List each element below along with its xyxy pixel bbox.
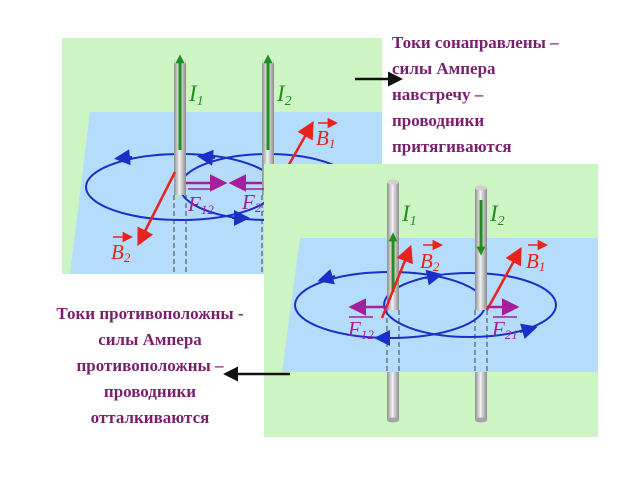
- field-vector-b1: [485, 246, 522, 311]
- label-f12: F12: [187, 192, 214, 217]
- wire-2-lower-rod: [475, 372, 487, 420]
- label-b1: B1: [316, 126, 335, 151]
- caption-line: отталкиваются: [90, 408, 210, 427]
- caption-line: Токи сонаправлены –: [392, 33, 559, 52]
- field-arrow: [197, 149, 216, 166]
- caption-line: силы Ампера: [392, 59, 496, 78]
- label-f21: F21: [491, 317, 518, 342]
- caption-opposite-currents: Токи противоположны - силы Ампера против…: [0, 301, 300, 431]
- label-b1: B1: [526, 249, 545, 274]
- field-arrow: [114, 149, 133, 166]
- caption-line: силы Ампера: [98, 330, 202, 349]
- field-line-2: [383, 272, 557, 338]
- caption-line: Токи противоположны -: [56, 304, 244, 323]
- caption-line: проводники: [103, 382, 197, 401]
- label-f12: F12: [347, 317, 374, 342]
- label-i2: I2: [489, 201, 505, 229]
- plane-bottom: [282, 238, 598, 372]
- field-vector-b2: [137, 171, 177, 247]
- caption-line: притягиваются: [392, 137, 512, 156]
- field-arrow: [317, 269, 336, 285]
- caption-line: проводники: [392, 111, 485, 130]
- label-b2: B2: [111, 240, 131, 265]
- wire-1-lower-rod: [387, 372, 399, 420]
- label-i1: I1: [188, 81, 204, 109]
- caption-line: навстречу –: [392, 85, 484, 104]
- field-arrow: [519, 323, 538, 339]
- caption-line: противоположны –: [76, 356, 224, 375]
- wire-1-lower: [173, 195, 187, 272]
- field-arrow: [424, 269, 443, 286]
- label-b2: B2: [420, 249, 440, 274]
- label-i2: I2: [276, 81, 292, 109]
- label-i1: I1: [401, 201, 417, 229]
- panel-opposite-currents: I1 I2 B2 B1 F12 F21: [264, 164, 598, 437]
- caption-parallel-currents: Токи сонаправлены – силы Ампера навстреч…: [392, 30, 627, 160]
